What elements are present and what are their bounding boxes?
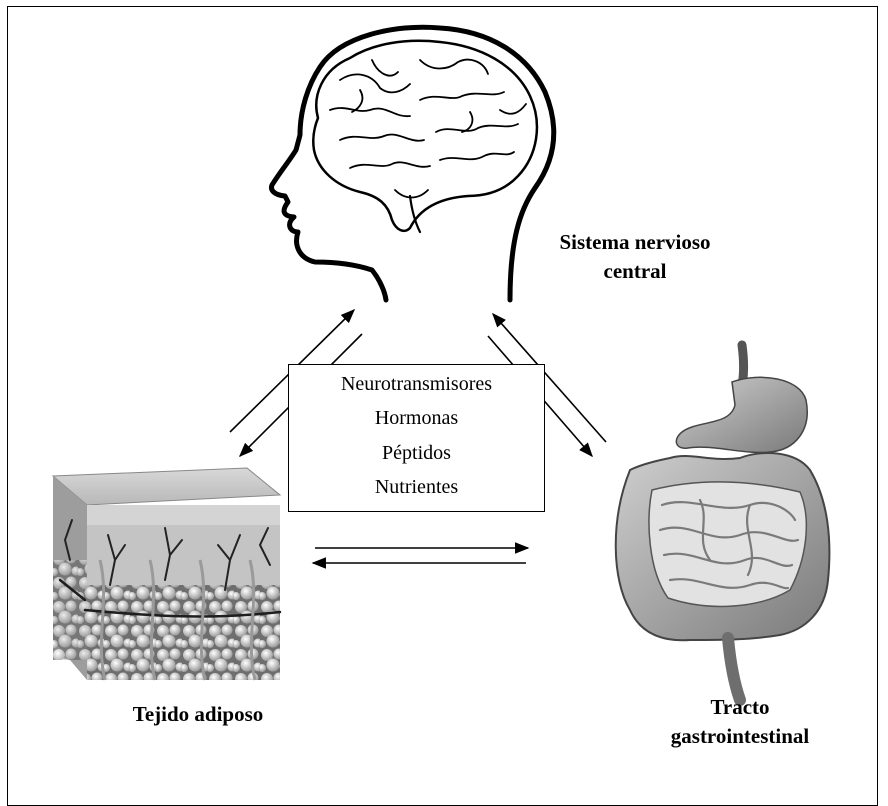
box-item-hormones: Hormonas — [289, 407, 544, 430]
arrows-adipose-gi — [313, 548, 528, 563]
digestive-tract-illustration — [616, 345, 830, 700]
adipose-tissue-illustration — [53, 468, 280, 680]
head-outline — [272, 27, 554, 300]
rectum — [728, 638, 740, 700]
label-gastrointestinal-tract: Tracto gastrointestinal — [610, 693, 870, 751]
label-central-nervous-system: Sistema nervioso central — [520, 228, 750, 286]
label-cns-line1: Sistema nervioso — [520, 228, 750, 257]
box-item-nutrients: Nutrientes — [289, 476, 544, 499]
label-cns-line2: central — [520, 257, 750, 286]
label-gi-line2: gastrointestinal — [610, 722, 870, 751]
label-adipose-tissue: Tejido adiposo — [78, 700, 318, 729]
stomach — [676, 377, 807, 452]
head-brain-illustration — [272, 27, 554, 300]
brain-outline — [313, 41, 537, 231]
signal-molecules-box: Neurotransmisores Hormonas Péptidos Nutr… — [288, 364, 545, 512]
label-adipose-text: Tejido adiposo — [78, 700, 318, 729]
box-item-peptides: Péptidos — [289, 442, 544, 465]
box-item-neurotransmitters: Neurotransmisores — [289, 373, 544, 396]
label-gi-line1: Tracto — [610, 693, 870, 722]
